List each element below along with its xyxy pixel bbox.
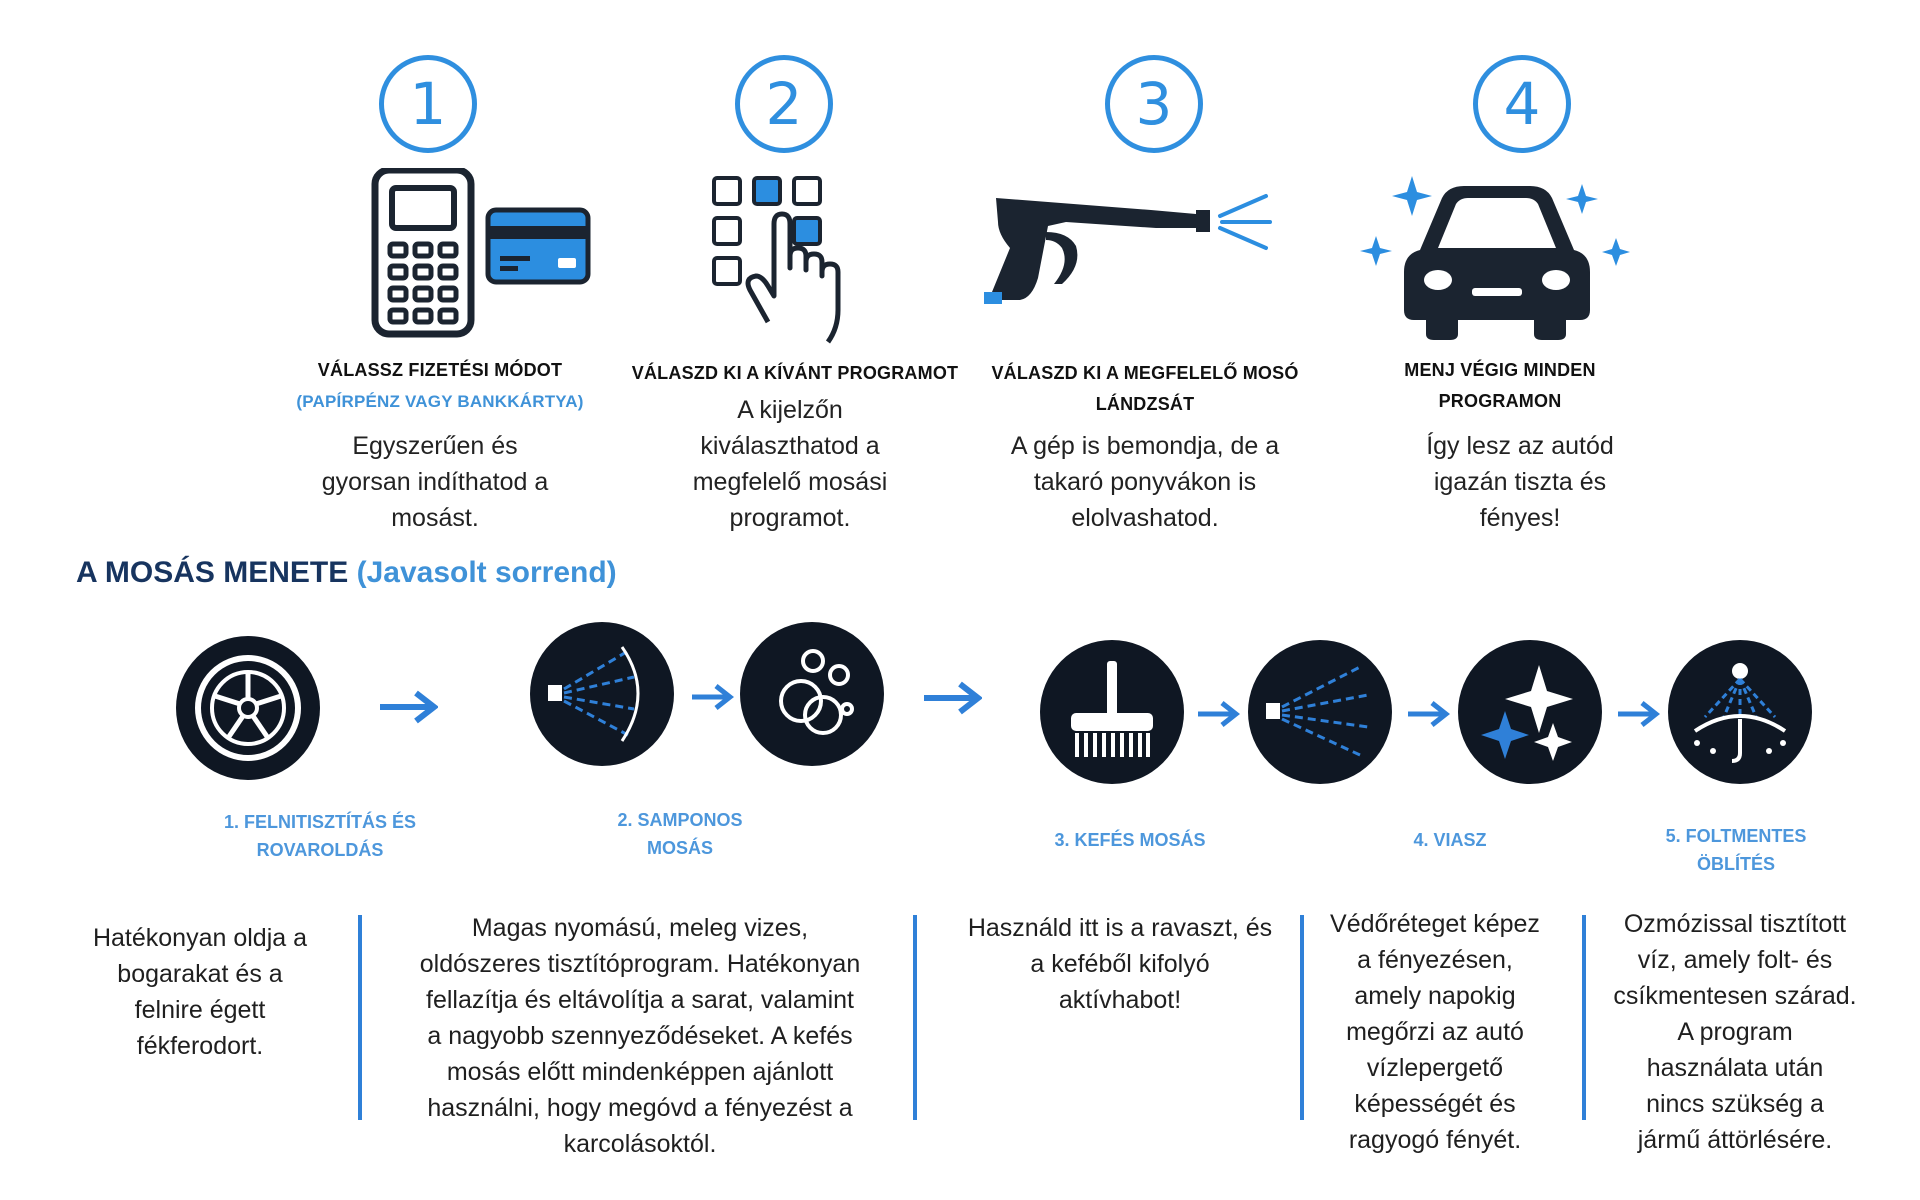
rinse-umbrella-icon: [1668, 640, 1812, 784]
payment-terminal-card-icon: [371, 168, 591, 338]
divider: [1582, 915, 1586, 1120]
wash-step-5-label: 5. FOLTMENTES ÖBLÍTÉS: [1665, 826, 1807, 874]
wash-step-2-label: 2. SAMPONOS MOSÁS: [617, 810, 743, 858]
step-1-text: Egyszerűen és gyorsan indíthatod a mosás…: [321, 432, 549, 532]
keypad-finger-icon: [712, 176, 841, 344]
water-spray-icon: [1248, 640, 1392, 784]
step-3-text: A gép is bemondja, de a takaró ponyvákon…: [1010, 432, 1280, 532]
step-1-subtitle: (PAPÍRPÉNZ VAGY BANKKÁRTYA): [296, 392, 584, 411]
arrow-right-icon: [380, 690, 438, 724]
pressure-spray-icon: [530, 622, 674, 766]
wax-sparkle-icon: [1458, 640, 1602, 784]
step-2-title: VÁLASZD KI A KÍVÁNT PROGRAMOT: [631, 363, 959, 383]
shiny-car-icon: [1360, 176, 1630, 340]
step-4-title: MENJ VÉGIG MINDEN PROGRAMON: [1404, 360, 1596, 411]
wheel-rim-icon: [176, 636, 320, 780]
step-2-number: 2: [735, 55, 833, 153]
step-3-title: VÁLASZD KI A MEGFELELŐ MOSÓ LÁNDZSÁT: [991, 363, 1299, 414]
brush-icon: [1040, 640, 1184, 784]
wash-step-4-description: Védőréteget képez a fényezésen, amely na…: [1330, 910, 1540, 1154]
step-4-text: Így lesz az autód igazán tiszta és fénye…: [1426, 432, 1614, 532]
wash-step-2-description: Magas nyomású, meleg vizes, oldószeres t…: [419, 914, 861, 1158]
wash-step-3-description: Használd itt is a ravaszt, és a keféből …: [967, 914, 1273, 1014]
arrow-right-icon: [1198, 701, 1240, 727]
arrow-right-icon: [924, 681, 982, 715]
arrow-right-icon: [1408, 701, 1450, 727]
step-4-number: 4: [1473, 55, 1571, 153]
divider: [358, 915, 362, 1120]
foam-bubbles-icon: [740, 622, 884, 766]
spray-gun-icon: [984, 194, 1272, 304]
arrow-right-icon: [1618, 701, 1660, 727]
section-title: A MOSÁS MENETE (Javasolt sorrend): [76, 556, 617, 589]
step-1-number: 1: [379, 55, 477, 153]
divider: [913, 915, 917, 1120]
divider: [1300, 915, 1304, 1120]
step-1-title: VÁLASSZ FIZETÉSI MÓDOT (PAPÍRPÉNZ VAGY B…: [290, 355, 590, 417]
section-subtitle: (Javasolt sorrend): [356, 556, 617, 589]
wash-step-4-label: 4. VIASZ: [1413, 830, 1487, 850]
step-2-text: A kijelzőn kiválaszthatod a megfelelő mo…: [692, 396, 888, 532]
wash-step-1-label: 1. FELNITISZTÍTÁS ÉS ROVAROLDÁS: [223, 812, 416, 860]
wash-step-3-label: 3. KEFÉS MOSÁS: [1054, 830, 1206, 850]
wash-step-5-description: Ozmózissal tisztított víz, amely folt- é…: [1613, 910, 1857, 1154]
step-3-number: 3: [1105, 55, 1203, 153]
wash-step-1-description: Hatékonyan oldja a bogarakat és a felnir…: [92, 924, 308, 1060]
arrow-right-icon: [692, 684, 734, 710]
